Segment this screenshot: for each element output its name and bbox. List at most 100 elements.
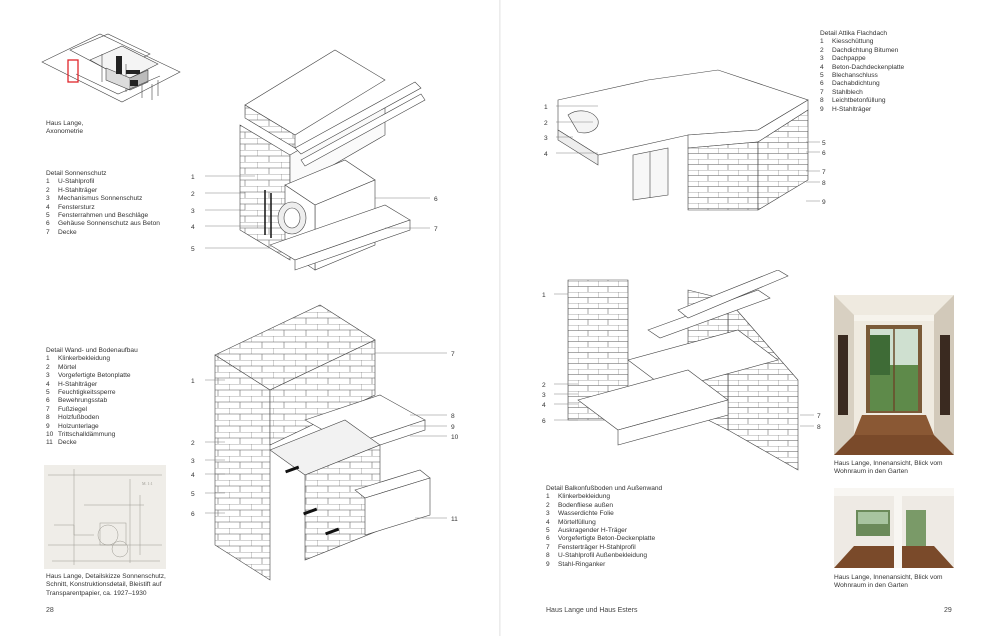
callout-number: 7 [451, 351, 455, 358]
callout-number: 4 [544, 151, 548, 158]
legend-text: Kiesschüttung [832, 38, 874, 46]
legend-text: Fußziegel [58, 405, 87, 413]
legend-number: 5 [46, 389, 50, 397]
legend-number: 6 [46, 220, 50, 228]
legend-title: Detail Sonnenschutz [46, 170, 107, 177]
legend-text: Decke [58, 228, 77, 236]
caption-line: Haus Lange, [46, 120, 84, 127]
legend-text: Dachabdichtung [832, 80, 880, 88]
legend-text: H-Stahlträger [832, 105, 872, 113]
legend-text: Fensterrahmen und Beschläge [58, 212, 149, 220]
legend-title: Detail Wand- und Bodenaufbau [46, 347, 138, 354]
legend-number: 1 [46, 355, 50, 363]
callout-number: 1 [191, 174, 195, 181]
legend-number: 9 [46, 422, 50, 430]
callout-number: 2 [191, 191, 195, 198]
caption-line: Axonometrie [46, 128, 84, 136]
legend-number: 4 [820, 63, 824, 71]
legend-number: 3 [546, 510, 550, 518]
photo-1-caption: Haus Lange, Innenansicht, Blick vom Wohn… [834, 460, 943, 477]
legend-text: Holzfußboden [58, 414, 100, 422]
callout-number: 6 [434, 196, 438, 203]
page-number-left: 28 [46, 607, 54, 614]
legend-number: 5 [546, 527, 550, 535]
interior-photo-2 [834, 488, 954, 568]
legend-text: U-Stahlprofil Außenbekleidung [558, 552, 648, 560]
legend-title: Detail Attika Flachdach [820, 30, 888, 37]
callout-number: 4 [191, 472, 195, 479]
legend-text: Gehäuse Sonnenschutz aus Beton [58, 220, 160, 228]
legend-number: 3 [46, 195, 50, 203]
legend-number: 8 [546, 552, 550, 560]
legend-title: Detail Balkonfußboden und Außenwand [546, 485, 663, 492]
legend-text: Fensterträger H-Stahlprofil [558, 543, 636, 551]
callout-number: 6 [822, 150, 826, 157]
legend-number: 4 [46, 380, 50, 388]
legend-text: U-Stahlprofil [58, 178, 95, 186]
legend-text: Auskragender H-Träger [558, 527, 628, 535]
callout-number: 8 [822, 180, 826, 187]
callout-number: 3 [191, 458, 195, 465]
legend-text: Holzunterlage [58, 422, 99, 430]
callout-number: 9 [451, 424, 455, 431]
caption-line: Haus Lange, Innenansicht, Blick vom [834, 460, 943, 467]
callout-number: 6 [191, 511, 195, 518]
axonometry-thumbnail [41, 33, 181, 103]
page-number-right: 29 [944, 607, 952, 614]
legend-number: 11 [46, 439, 53, 447]
legend-number: 3 [46, 372, 50, 380]
legend-number: 8 [46, 414, 50, 422]
legend-number: 4 [46, 203, 50, 211]
legend-number: 2 [46, 186, 50, 194]
caption-line: Wohnraum in den Garten [834, 582, 908, 590]
callout-number: 7 [434, 226, 438, 233]
legend-text: Klinkerbekleidung [558, 493, 611, 501]
legend-number: 2 [546, 501, 550, 509]
legend-text: Vorgefertigte Betonplatte [58, 372, 131, 380]
legend-number: 6 [820, 80, 824, 88]
callout-number: 5 [191, 491, 195, 498]
callout-number: 7 [822, 169, 826, 176]
legend-number: 7 [46, 228, 50, 236]
legend-number: 2 [46, 363, 50, 371]
callout-number: 5 [822, 140, 826, 147]
legend-text: Mörtel [58, 363, 77, 371]
callout-number: 2 [542, 382, 546, 389]
legend-number: 7 [546, 543, 550, 551]
balcony-floor-drawing: 1 2 3 4 6 7 8 [542, 270, 821, 471]
legend-text: Stahl-Ringanker [558, 560, 606, 568]
legend-number: 8 [820, 97, 824, 105]
caption-line: Haus Lange, Innenansicht, Blick vom [834, 574, 943, 581]
callout-number: 3 [191, 208, 195, 215]
attic-roof-drawing: 1 2 3 4 5 6 7 8 9 [544, 69, 826, 211]
legend-text: H-Stahlträger [58, 186, 98, 194]
legend-number: 1 [820, 38, 824, 46]
callout-number: 7 [817, 413, 821, 420]
legend-number: 1 [46, 178, 50, 186]
legend-text: Trittschalldämmung [58, 431, 116, 439]
callout-number: 9 [822, 199, 826, 206]
legend-text: Wasserdichte Folie [558, 510, 614, 518]
sun-protection-drawing: 1 2 3 4 5 6 7 [191, 49, 438, 271]
caption-line: Schnitt, Konstruktionsdetail, Bleistift … [46, 581, 162, 589]
legend-number: 2 [820, 46, 824, 54]
legend-text: H-Stahlträger [58, 380, 98, 388]
callout-number: 8 [451, 413, 455, 420]
caption-line: Haus Lange, Detailskizze Sonnenschutz, [46, 573, 166, 580]
callout-number: 1 [191, 378, 195, 385]
callout-number: 8 [817, 424, 821, 431]
legend-text: Dachpappe [832, 55, 866, 63]
callout-number: 3 [542, 392, 546, 399]
photo-2-caption: Haus Lange, Innenansicht, Blick vom Wohn… [834, 574, 943, 591]
callout-number: 10 [451, 434, 459, 441]
callout-number: 11 [451, 516, 458, 523]
callout-number: 2 [544, 120, 548, 127]
legend-text: Bewehrungsstab [58, 397, 108, 405]
legend-number: 3 [820, 55, 824, 63]
pencil-sketch: M. 1:1 [44, 465, 166, 569]
legend-number: 5 [820, 72, 824, 80]
legend-number: 5 [46, 212, 50, 220]
callout-number: 3 [544, 135, 548, 142]
